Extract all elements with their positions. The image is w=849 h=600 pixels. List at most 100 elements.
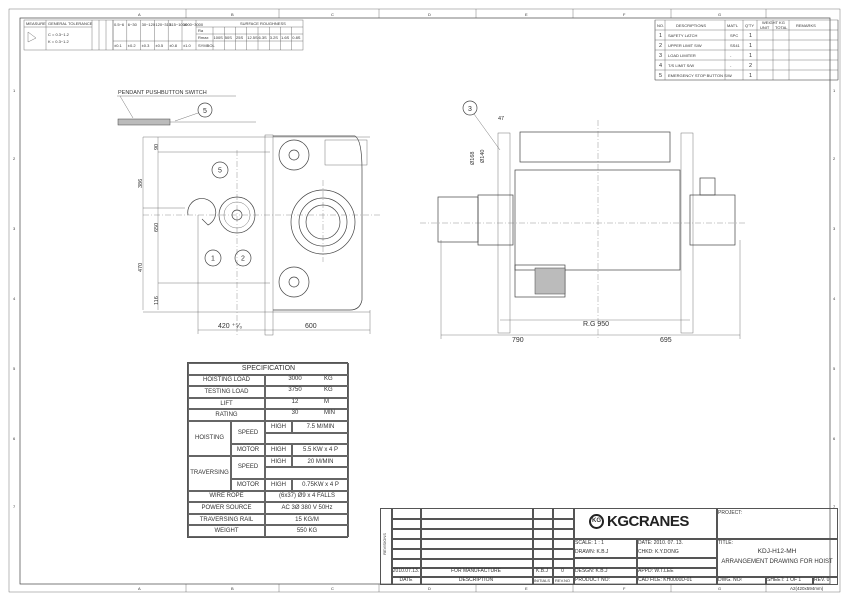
zone-col-label: A bbox=[138, 12, 141, 17]
balloon-label: 5 bbox=[218, 168, 222, 175]
part-no: 5 bbox=[659, 73, 662, 79]
dimension-650: 650 bbox=[154, 223, 160, 232]
revisions-label: REVISIONS bbox=[382, 533, 387, 555]
roughness-label: SYMBOL bbox=[198, 43, 215, 48]
hoist-body bbox=[273, 135, 363, 311]
rev-no-header: REV.NO bbox=[555, 578, 570, 583]
tolerance-range: 30~120 bbox=[142, 22, 156, 27]
header-material: MAT'L bbox=[727, 23, 739, 28]
part-material: - bbox=[730, 53, 732, 58]
drum bbox=[514, 169, 681, 271]
tolerance-value: ±0.8 bbox=[169, 43, 178, 48]
roughness-value: 3.2S bbox=[270, 35, 279, 40]
dimension-dia168: Ø168 bbox=[470, 152, 476, 165]
hoisting-motor-label: MOTOR bbox=[231, 444, 265, 456]
spec-unit: KG bbox=[324, 387, 333, 394]
cad-file: CAD FILE: KH0000D-01 bbox=[638, 577, 693, 583]
zone-col-label: C bbox=[331, 586, 334, 591]
scale: SCALE: 1 : 1 bbox=[575, 540, 604, 546]
spec-label: TESTING LOAD bbox=[188, 386, 265, 398]
traversing-high: HIGH bbox=[265, 455, 292, 468]
rev-date: 2010.07.13. bbox=[392, 568, 420, 574]
roughness-value: 0.8S bbox=[292, 35, 301, 40]
tolerance-value: ±0.2 bbox=[128, 43, 137, 48]
dimension-695: 695 bbox=[660, 337, 672, 344]
zone-row-label: 4 bbox=[833, 296, 836, 301]
dimension-90: 90 bbox=[154, 144, 160, 150]
zone-row-label: 6 bbox=[833, 436, 836, 441]
spec-value: 15 KG/M bbox=[265, 513, 349, 526]
traversing-label: TRAVERSING bbox=[188, 455, 231, 491]
zone-col-label: A bbox=[138, 586, 141, 591]
spec-label: WEIGHT bbox=[188, 525, 265, 537]
date-header: DATE bbox=[399, 577, 413, 583]
side-plate-right bbox=[680, 132, 694, 334]
zone-col-label: G bbox=[718, 586, 721, 591]
part-material: - bbox=[730, 63, 732, 68]
dimension-386: 386 bbox=[138, 179, 144, 188]
spec-title: SPECIFICATION bbox=[188, 363, 349, 375]
zone-col-label: D bbox=[428, 586, 431, 591]
roughness-value: 12.5S bbox=[247, 35, 258, 40]
tolerance-value: ±0.1 bbox=[114, 43, 123, 48]
zone-row-label: 1 bbox=[13, 88, 16, 93]
header-remarks: REMARKS bbox=[796, 23, 816, 28]
pendant-label: PENDANT PUSHBUTTON SWITCH bbox=[118, 90, 207, 96]
dimension-790: 790 bbox=[512, 337, 524, 344]
dimension-420: 420 ⁺⁵⁄₀ bbox=[218, 323, 242, 330]
part-description: EMERGENCY STOP BUTTON S/W bbox=[668, 73, 732, 78]
zone-col-label: F bbox=[623, 586, 626, 591]
part-qty: 1 bbox=[749, 53, 752, 59]
tolerance-value: ±1.0 bbox=[183, 43, 192, 48]
traversing-motor-label: MOTOR bbox=[231, 478, 265, 491]
spec-value: AC 3Ø 380 V 50Hz bbox=[265, 502, 349, 514]
balloon-label: 2 bbox=[241, 256, 245, 263]
hoisting-high: HIGH bbox=[265, 444, 292, 456]
zone-row-label: 1 bbox=[833, 88, 836, 93]
traversing-speed-label: SPEED bbox=[231, 455, 265, 479]
header-no: NO. bbox=[657, 23, 664, 28]
spec-label: RATING bbox=[188, 409, 265, 421]
spec-value: 12 bbox=[291, 398, 299, 405]
spec-label: HOISTING LOAD bbox=[188, 374, 265, 387]
part-qty: 1 bbox=[749, 33, 752, 39]
tolerance-range: 0.5~6 bbox=[114, 22, 125, 27]
dimension-600: 600 bbox=[305, 323, 317, 330]
kg-logo-icon: KG bbox=[589, 514, 604, 529]
header-qty: Q'TY bbox=[745, 23, 754, 28]
description-header: DESCRIPTION bbox=[458, 577, 494, 583]
tolerance-value: ±0.3 bbox=[142, 43, 151, 48]
dwg-no-label: DWG. NO: bbox=[718, 577, 742, 583]
spec-unit: MIN bbox=[324, 410, 335, 417]
product-no: PRODUCT NO: bbox=[575, 577, 610, 583]
zone-row-label: 4 bbox=[13, 296, 16, 301]
tolerance-range: 1000~3000 bbox=[183, 22, 204, 27]
control-box bbox=[519, 131, 671, 163]
part-no: 3 bbox=[659, 53, 662, 59]
zone-row-label: 2 bbox=[833, 156, 836, 161]
zone-col-label: C bbox=[331, 12, 334, 17]
zone-col-label: B bbox=[231, 586, 234, 591]
drawing-title-code: KDJ-H12-MH bbox=[757, 548, 797, 555]
roughness-value: 6.3S bbox=[259, 35, 268, 40]
tolerance-line: C = 0.3~1.2 bbox=[48, 32, 70, 37]
date: DATE: 2010. 07. 13. bbox=[638, 540, 683, 546]
spec-value: 550 KG bbox=[265, 525, 349, 537]
roughness-label: Ra bbox=[198, 28, 204, 33]
paper-size: A2(420x594mm) bbox=[790, 586, 824, 591]
part-qty: 1 bbox=[749, 73, 752, 79]
dwg-no: - bbox=[740, 577, 742, 583]
wheel-bottom bbox=[278, 266, 310, 298]
spec-value: 30 bbox=[291, 410, 299, 417]
drawn-by: DRAWN: K.B.J bbox=[575, 549, 609, 555]
balloon-label: 3 bbox=[468, 106, 472, 113]
zone-row-label: 6 bbox=[13, 436, 16, 441]
header-unit: UNIT bbox=[760, 25, 770, 30]
rev-initials: K.B.J bbox=[536, 568, 548, 574]
control-panel bbox=[324, 139, 368, 166]
dimension-470: 470 bbox=[138, 263, 144, 272]
balloon bbox=[211, 161, 229, 179]
